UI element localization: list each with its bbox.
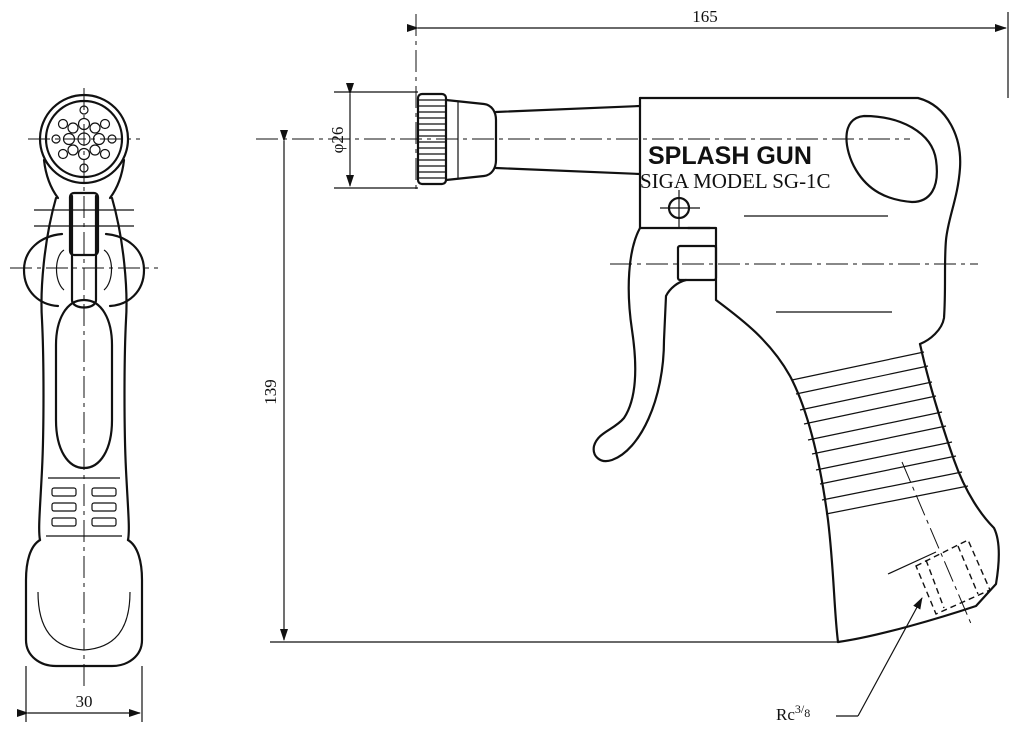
model-label: SIGA MODEL SG-1C (640, 169, 831, 193)
front-view: SPLASH GUN SIGA MODEL SG-1C (256, 14, 1000, 644)
handle-loop (845, 114, 938, 204)
overall-length-dimension: 165 (692, 7, 718, 26)
nozzle-diameter-dimension: φ26 (328, 127, 347, 154)
trigger-lever (592, 226, 688, 463)
gun-body-outline (638, 96, 962, 346)
brand-label: SPLASH GUN (648, 142, 812, 170)
dimensions: 165 φ26 139 Rc3/8 (261, 7, 1009, 724)
knurling (418, 99, 446, 179)
side-view: 30 (10, 88, 158, 722)
trigger-pin-block (676, 244, 718, 282)
side-width-dimension: 30 (76, 692, 93, 711)
inlet-port-hidden (915, 539, 991, 615)
front-grip-ribs (791, 351, 969, 515)
thread-callout: Rc3/8 (776, 702, 810, 724)
side-grip-ribs (46, 477, 122, 537)
height-dimension: 139 (261, 379, 280, 405)
